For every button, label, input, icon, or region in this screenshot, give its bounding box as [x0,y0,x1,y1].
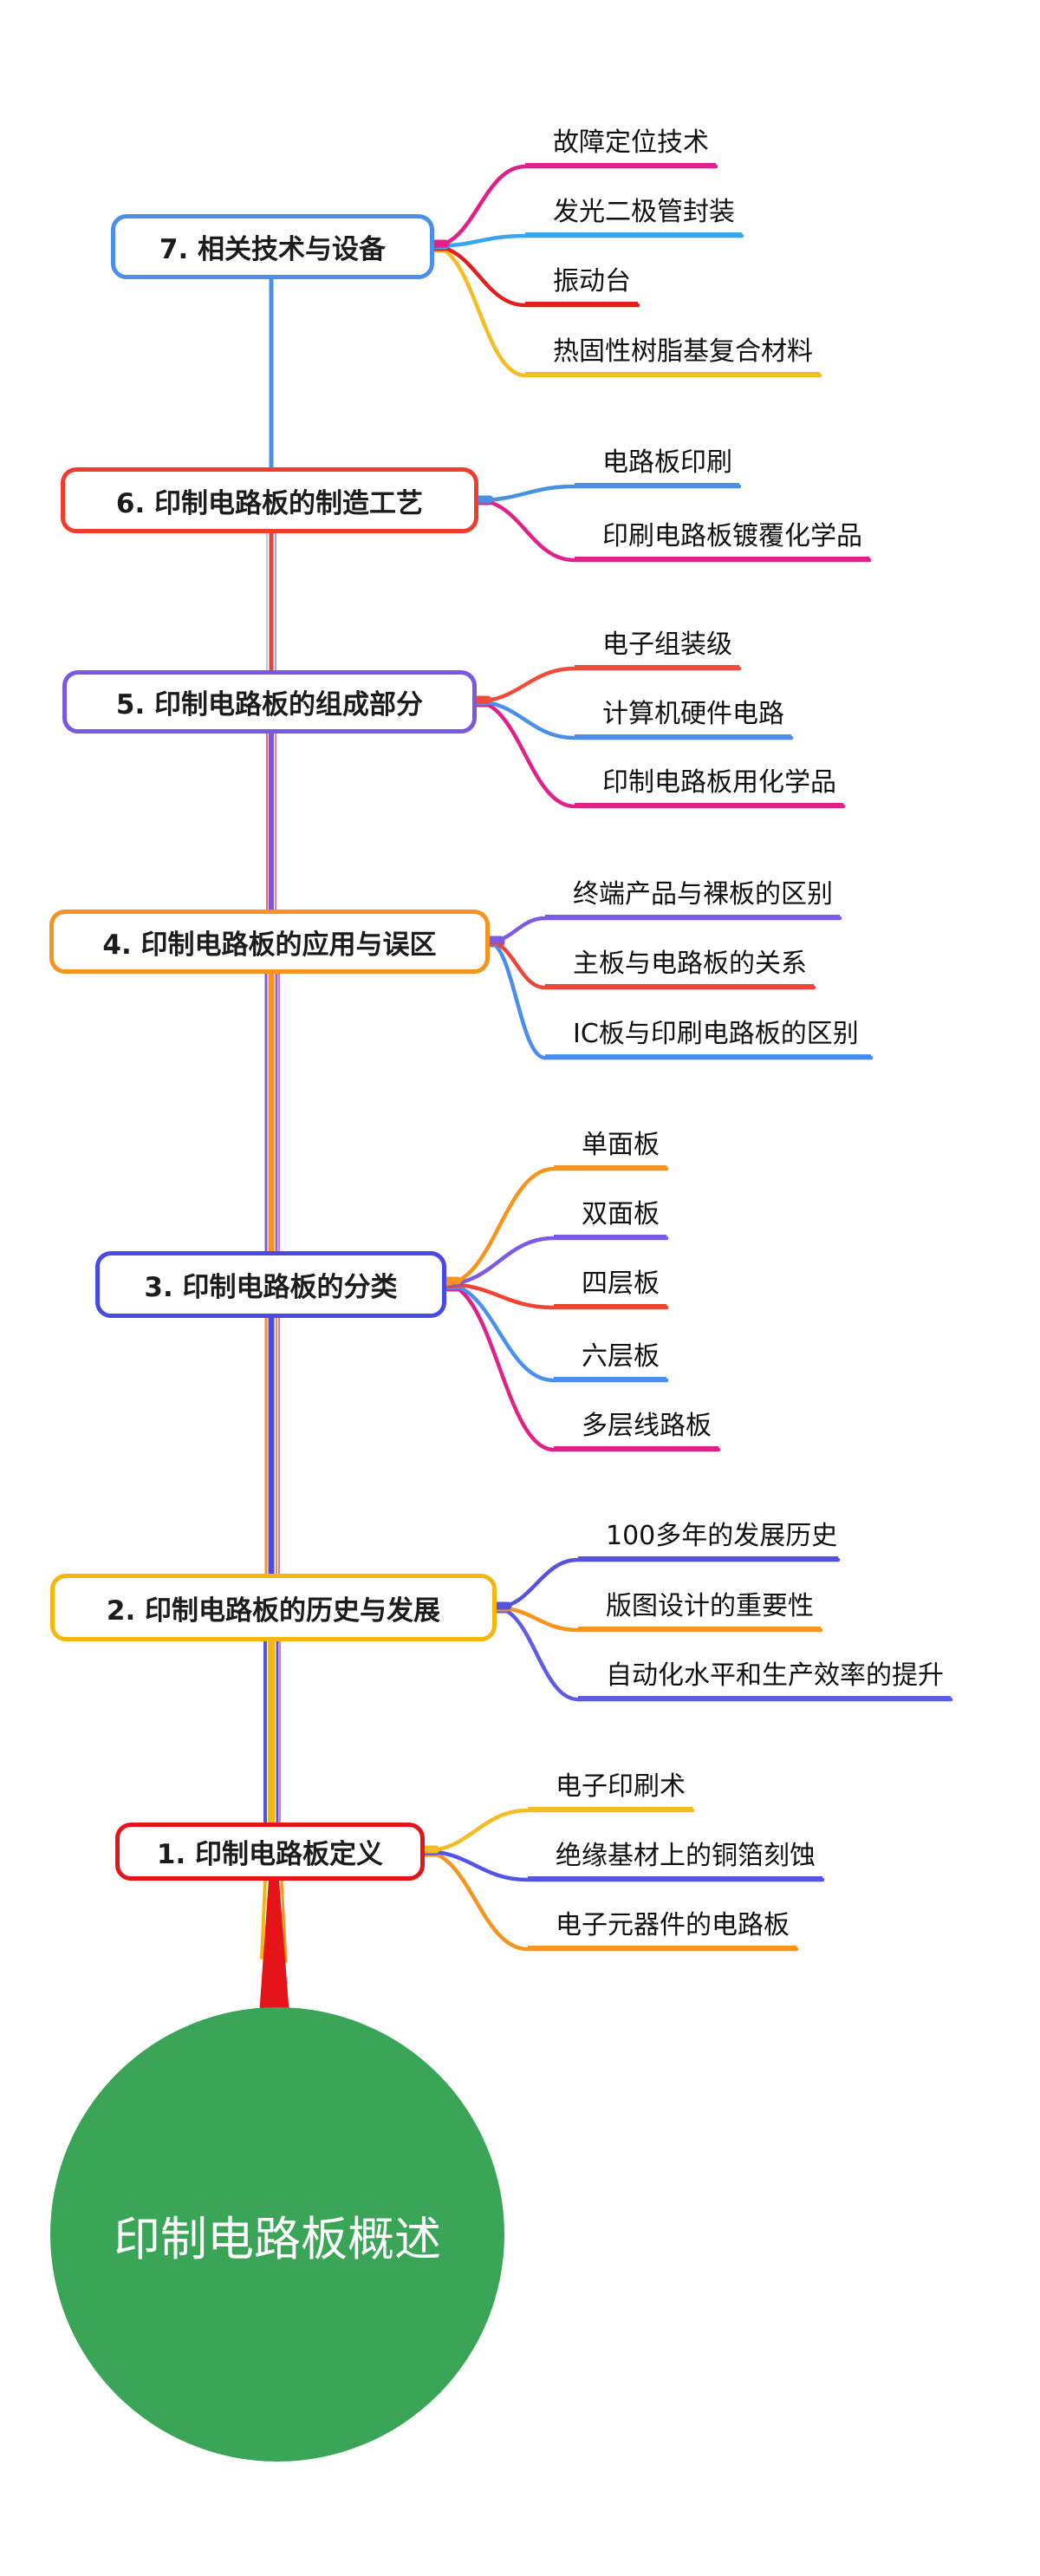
branch-connector [430,244,822,378]
branch-label[interactable]: 电子印刷术 [528,1771,692,1810]
central-topic[interactable]: 印制电路板概述 [50,2007,504,2462]
branch-connector [485,939,874,1060]
branch-label[interactable]: 版图设计的重要性 [578,1590,821,1630]
topic-node-label: 3. 印制电路板的分类 [144,1272,398,1303]
topic-node-label: 5. 印制电路板的组成部分 [115,689,424,721]
branch-connector [442,1236,669,1287]
branch-connector [442,1166,669,1287]
branch-label[interactable]: 故障定位技术 [525,127,716,166]
branch-label[interactable]: 计算机硬件电路 [575,698,791,738]
topic-node[interactable]: 2. 印制电路板的历史与发展 [50,1574,497,1641]
branch-label[interactable]: 发光二极管封装 [525,196,742,236]
branch-label[interactable]: 自动化水平和生产效率的提升 [578,1660,951,1699]
branch-label[interactable]: 热固性树脂基复合材料 [525,336,820,375]
topic-node-label: 6. 印制电路板的制造工艺 [115,487,424,519]
central-topic-label: 印制电路板概述 [114,2211,441,2266]
topic-node-label: 4. 印制电路板的应用与误区 [102,929,437,961]
branch-connector [472,666,742,704]
branch-label[interactable]: 振动台 [525,265,638,305]
trunk-root-wedge [259,1880,289,2016]
trunk-fringe [260,1878,267,1960]
branch-connector [472,699,846,809]
topic-node[interactable]: 5. 印制电路板的组成部分 [62,670,477,734]
topic-node[interactable]: 6. 印制电路板的制造工艺 [61,467,478,533]
branch-label[interactable]: 印制电路板用化学品 [575,766,843,806]
branch-label[interactable]: 电路板印刷 [575,447,739,486]
branch-label[interactable]: 100多年的发展历史 [578,1520,838,1560]
branch-label[interactable]: 终端产品与裸板的区别 [545,878,840,918]
branch-connector [420,1849,799,1952]
branch-label[interactable]: 单面板 [554,1129,666,1169]
branch-label[interactable]: 电子元器件的电路板 [528,1909,796,1949]
trunk-fringe [280,1878,288,1963]
topic-node-label: 7. 相关技术与设备 [159,234,387,265]
branch-label[interactable]: 双面板 [554,1198,666,1238]
branch-connector [485,916,842,944]
branch-connector [430,233,744,249]
branch-label[interactable]: 主板与电路板的关系 [545,948,814,988]
branch-label[interactable]: 电子组装级 [575,629,739,668]
branch-label[interactable]: 绝缘基材上的铜箔刻蚀 [528,1840,822,1880]
topic-node[interactable]: 7. 相关技术与设备 [111,214,434,279]
topic-node[interactable]: 1. 印制电路板定义 [115,1823,425,1881]
branch-label[interactable]: 六层板 [554,1340,666,1380]
topic-node-label: 2. 印制电路板的历史与发展 [106,1595,441,1627]
branch-label[interactable]: 多层线路板 [554,1410,718,1450]
branch-label[interactable]: IC板与印刷电路板的区别 [545,1018,871,1058]
branch-connector [474,484,742,503]
branch-connector [442,1281,669,1383]
branch-label[interactable]: 印刷电路板镀覆化学品 [575,520,869,560]
branch-connector [442,1281,721,1452]
topic-node[interactable]: 3. 印制电路板的分类 [95,1251,446,1318]
branch-label[interactable]: 四层板 [554,1268,666,1308]
topic-node[interactable]: 4. 印制电路板的应用与误区 [49,910,490,974]
topic-node-label: 1. 印制电路板定义 [156,1839,384,1870]
